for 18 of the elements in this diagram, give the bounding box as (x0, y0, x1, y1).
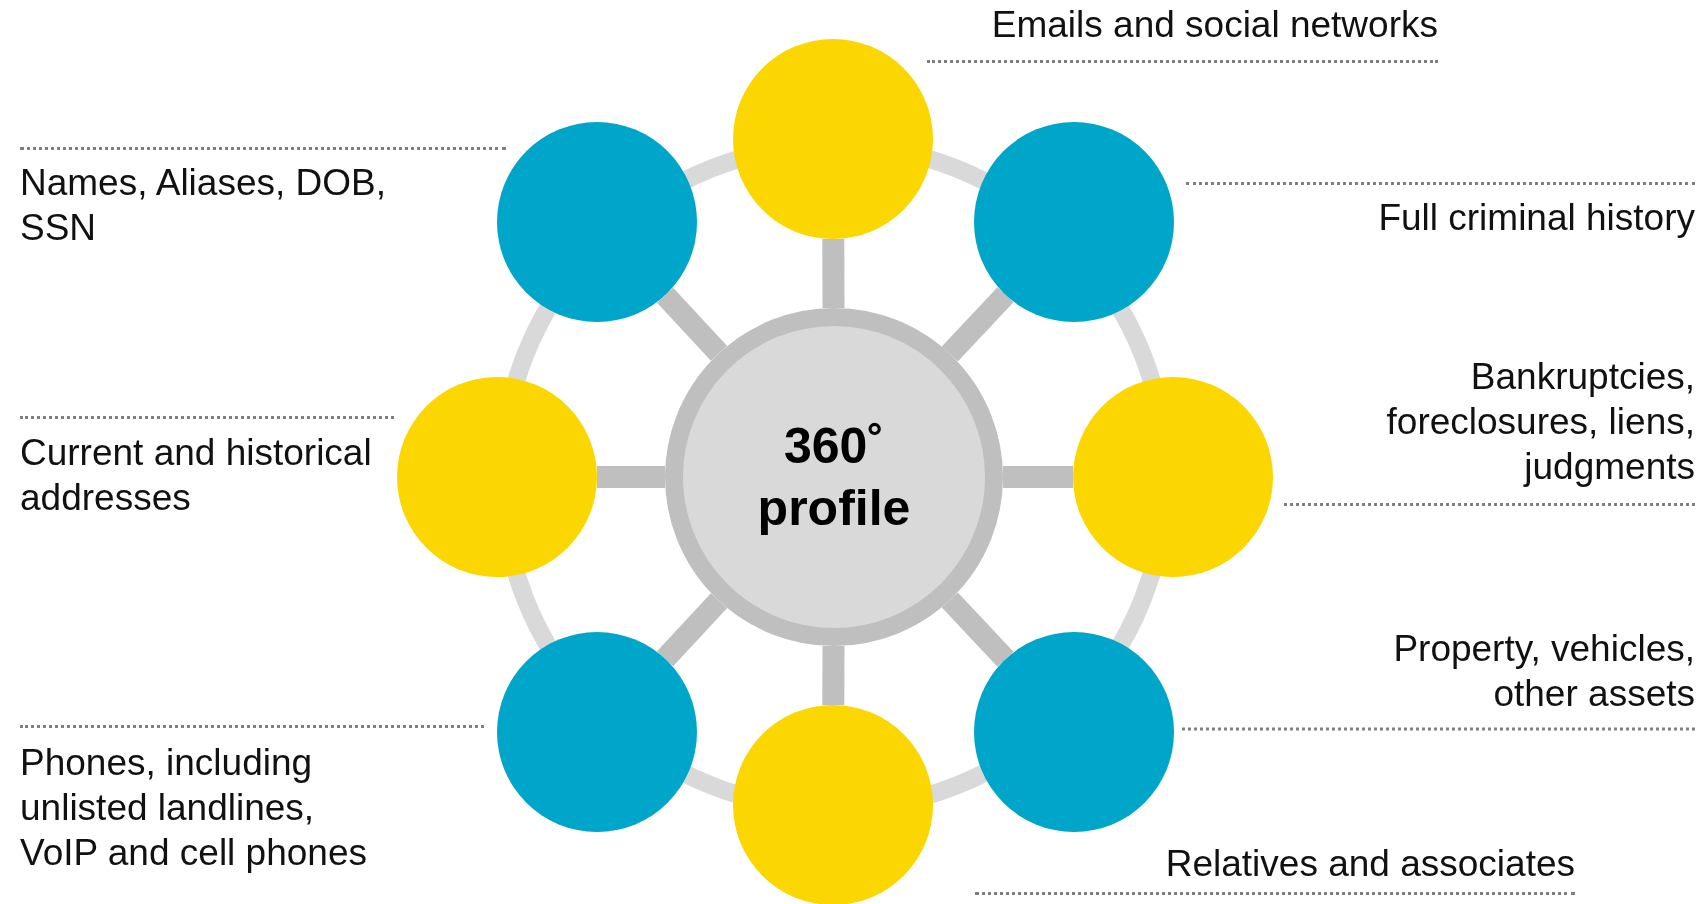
category-label: Names, Aliases, DOB, SSN (20, 147, 506, 250)
spoke-line (822, 645, 845, 705)
dotted-line (1181, 727, 1695, 731)
category-label: Emails and social networks (927, 2, 1438, 63)
category-label: Property, vehicles, other assets (1365, 626, 1695, 729)
category-label: Current and historical addresses (20, 416, 394, 520)
spoke-line (597, 466, 665, 488)
spoke-line (941, 592, 1014, 667)
spoke-line (657, 593, 727, 667)
category-label: Bankruptcies, foreclosures, liens, judgments (1284, 354, 1695, 506)
spoke-line (657, 287, 727, 361)
category-label: Full criminal history (1186, 182, 1695, 240)
spoke-line (941, 287, 1014, 362)
category-label: Phones, including unlisted landlines, VoIP and cell phones (20, 725, 484, 875)
spoke-line (1003, 466, 1073, 488)
center-label: 360˚ profile (756, 417, 912, 538)
category-label: Relatives and associates (975, 841, 1575, 895)
spoke-line (822, 239, 845, 309)
